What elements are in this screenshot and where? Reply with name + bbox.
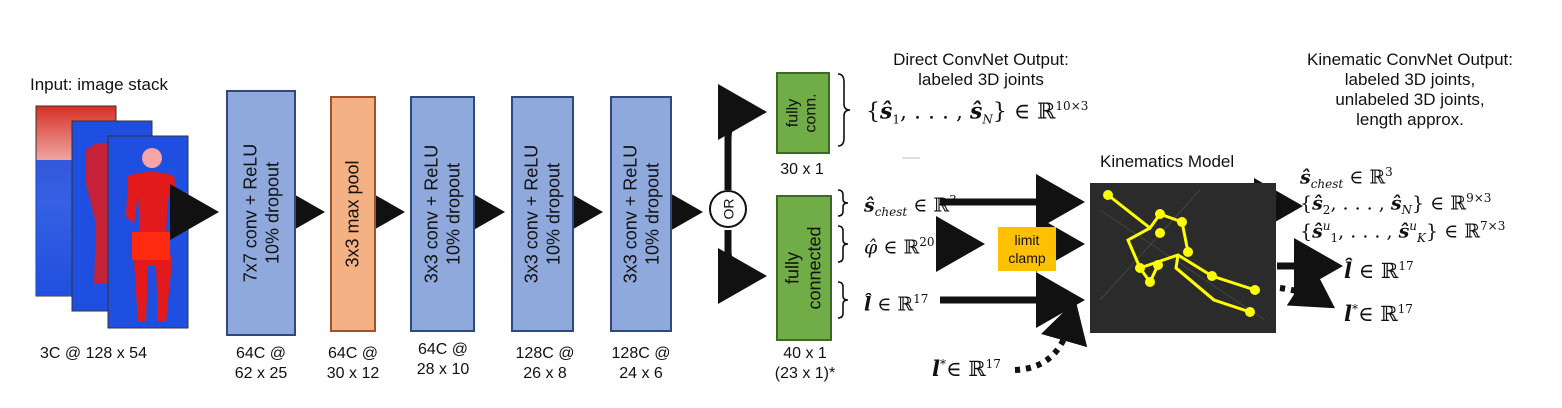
- fc-top-size: 30 x 1: [780, 161, 824, 178]
- input-image-stack: [35, 105, 189, 329]
- out-labeled-joints: {ŝ2, . . . , ŝN} ∈ ℝ9×3: [1300, 191, 1492, 218]
- conv1-size: 64C @62 x 25: [234, 345, 288, 382]
- conv4-block: 3x3 conv + ReLU 10% dropout: [610, 96, 672, 332]
- conv3-label: 3x3 conv + ReLU 10% dropout: [521, 144, 564, 284]
- kinematics-model-view: [1090, 183, 1276, 333]
- fc-top-block: fully conn.: [776, 72, 830, 154]
- maxpool-label: 3x3 max pool: [343, 160, 363, 268]
- fc-bottom-size: 40 x 1(23 x 1)*: [774, 345, 836, 382]
- direct-output-math: {ŝ1, . . . , ŝN} ∈ ℝ10×3: [866, 98, 1089, 127]
- direct-output-title: Direct ConvNet Output:labeled 3D joints: [893, 50, 1069, 89]
- fc-bottom-label: fully connected: [783, 226, 826, 310]
- out-l-hat: l̂ ∈ ℝ17: [1344, 258, 1414, 284]
- maxpool-block: 3x3 max pool: [330, 96, 376, 332]
- phi-input: φ̂ ∈ ℝ20: [864, 235, 935, 259]
- conv3-size: 128C @26 x 8: [515, 345, 575, 382]
- conv2-label: 3x3 conv + ReLU 10% dropout: [421, 144, 464, 284]
- conv2-block: 3x3 conv + ReLU 10% dropout: [410, 96, 475, 332]
- maxpool-size: 64C @30 x 12: [326, 345, 380, 382]
- kinematics-model-title: Kinematics Model: [1100, 152, 1235, 171]
- input-size-label: 3C @ 128 x 54: [40, 345, 147, 362]
- conv1-block: 7x7 conv + ReLU 10% dropout: [226, 90, 296, 336]
- l-hat-input: l̂ ∈ ℝ17: [864, 292, 929, 316]
- out-unlabeled-joints: {ŝu1, . . . , ŝuK} ∈ ℝ7×3: [1300, 219, 1506, 246]
- fc-bottom-block: fully connected: [776, 195, 832, 341]
- kinematic-output-title: Kinematic ConvNet Output: labeled 3D joi…: [1307, 50, 1513, 129]
- l-star-input: l*∈ ℝ17: [932, 356, 1001, 382]
- s-chest-input: ŝchest ∈ ℝ3: [864, 193, 957, 220]
- fc-top-label: fully conn.: [784, 93, 820, 133]
- out-s-chest: ŝchest ∈ ℝ3: [1300, 165, 1393, 192]
- conv4-size: 128C @24 x 6: [611, 345, 671, 382]
- conv1-label: 7x7 conv + ReLU 10% dropout: [240, 143, 283, 283]
- out-l-star: l*∈ ℝ17: [1344, 301, 1413, 327]
- braces: [837, 73, 851, 319]
- conv4-label: 3x3 conv + ReLU 10% dropout: [620, 144, 663, 284]
- skeleton-figure: [1103, 190, 1260, 317]
- input-label: Input: image stack: [30, 75, 168, 94]
- or-node: OR: [709, 190, 747, 228]
- conv2-size: 64C @28 x 10: [416, 341, 470, 378]
- conv3-block: 3x3 conv + ReLU 10% dropout: [511, 96, 574, 332]
